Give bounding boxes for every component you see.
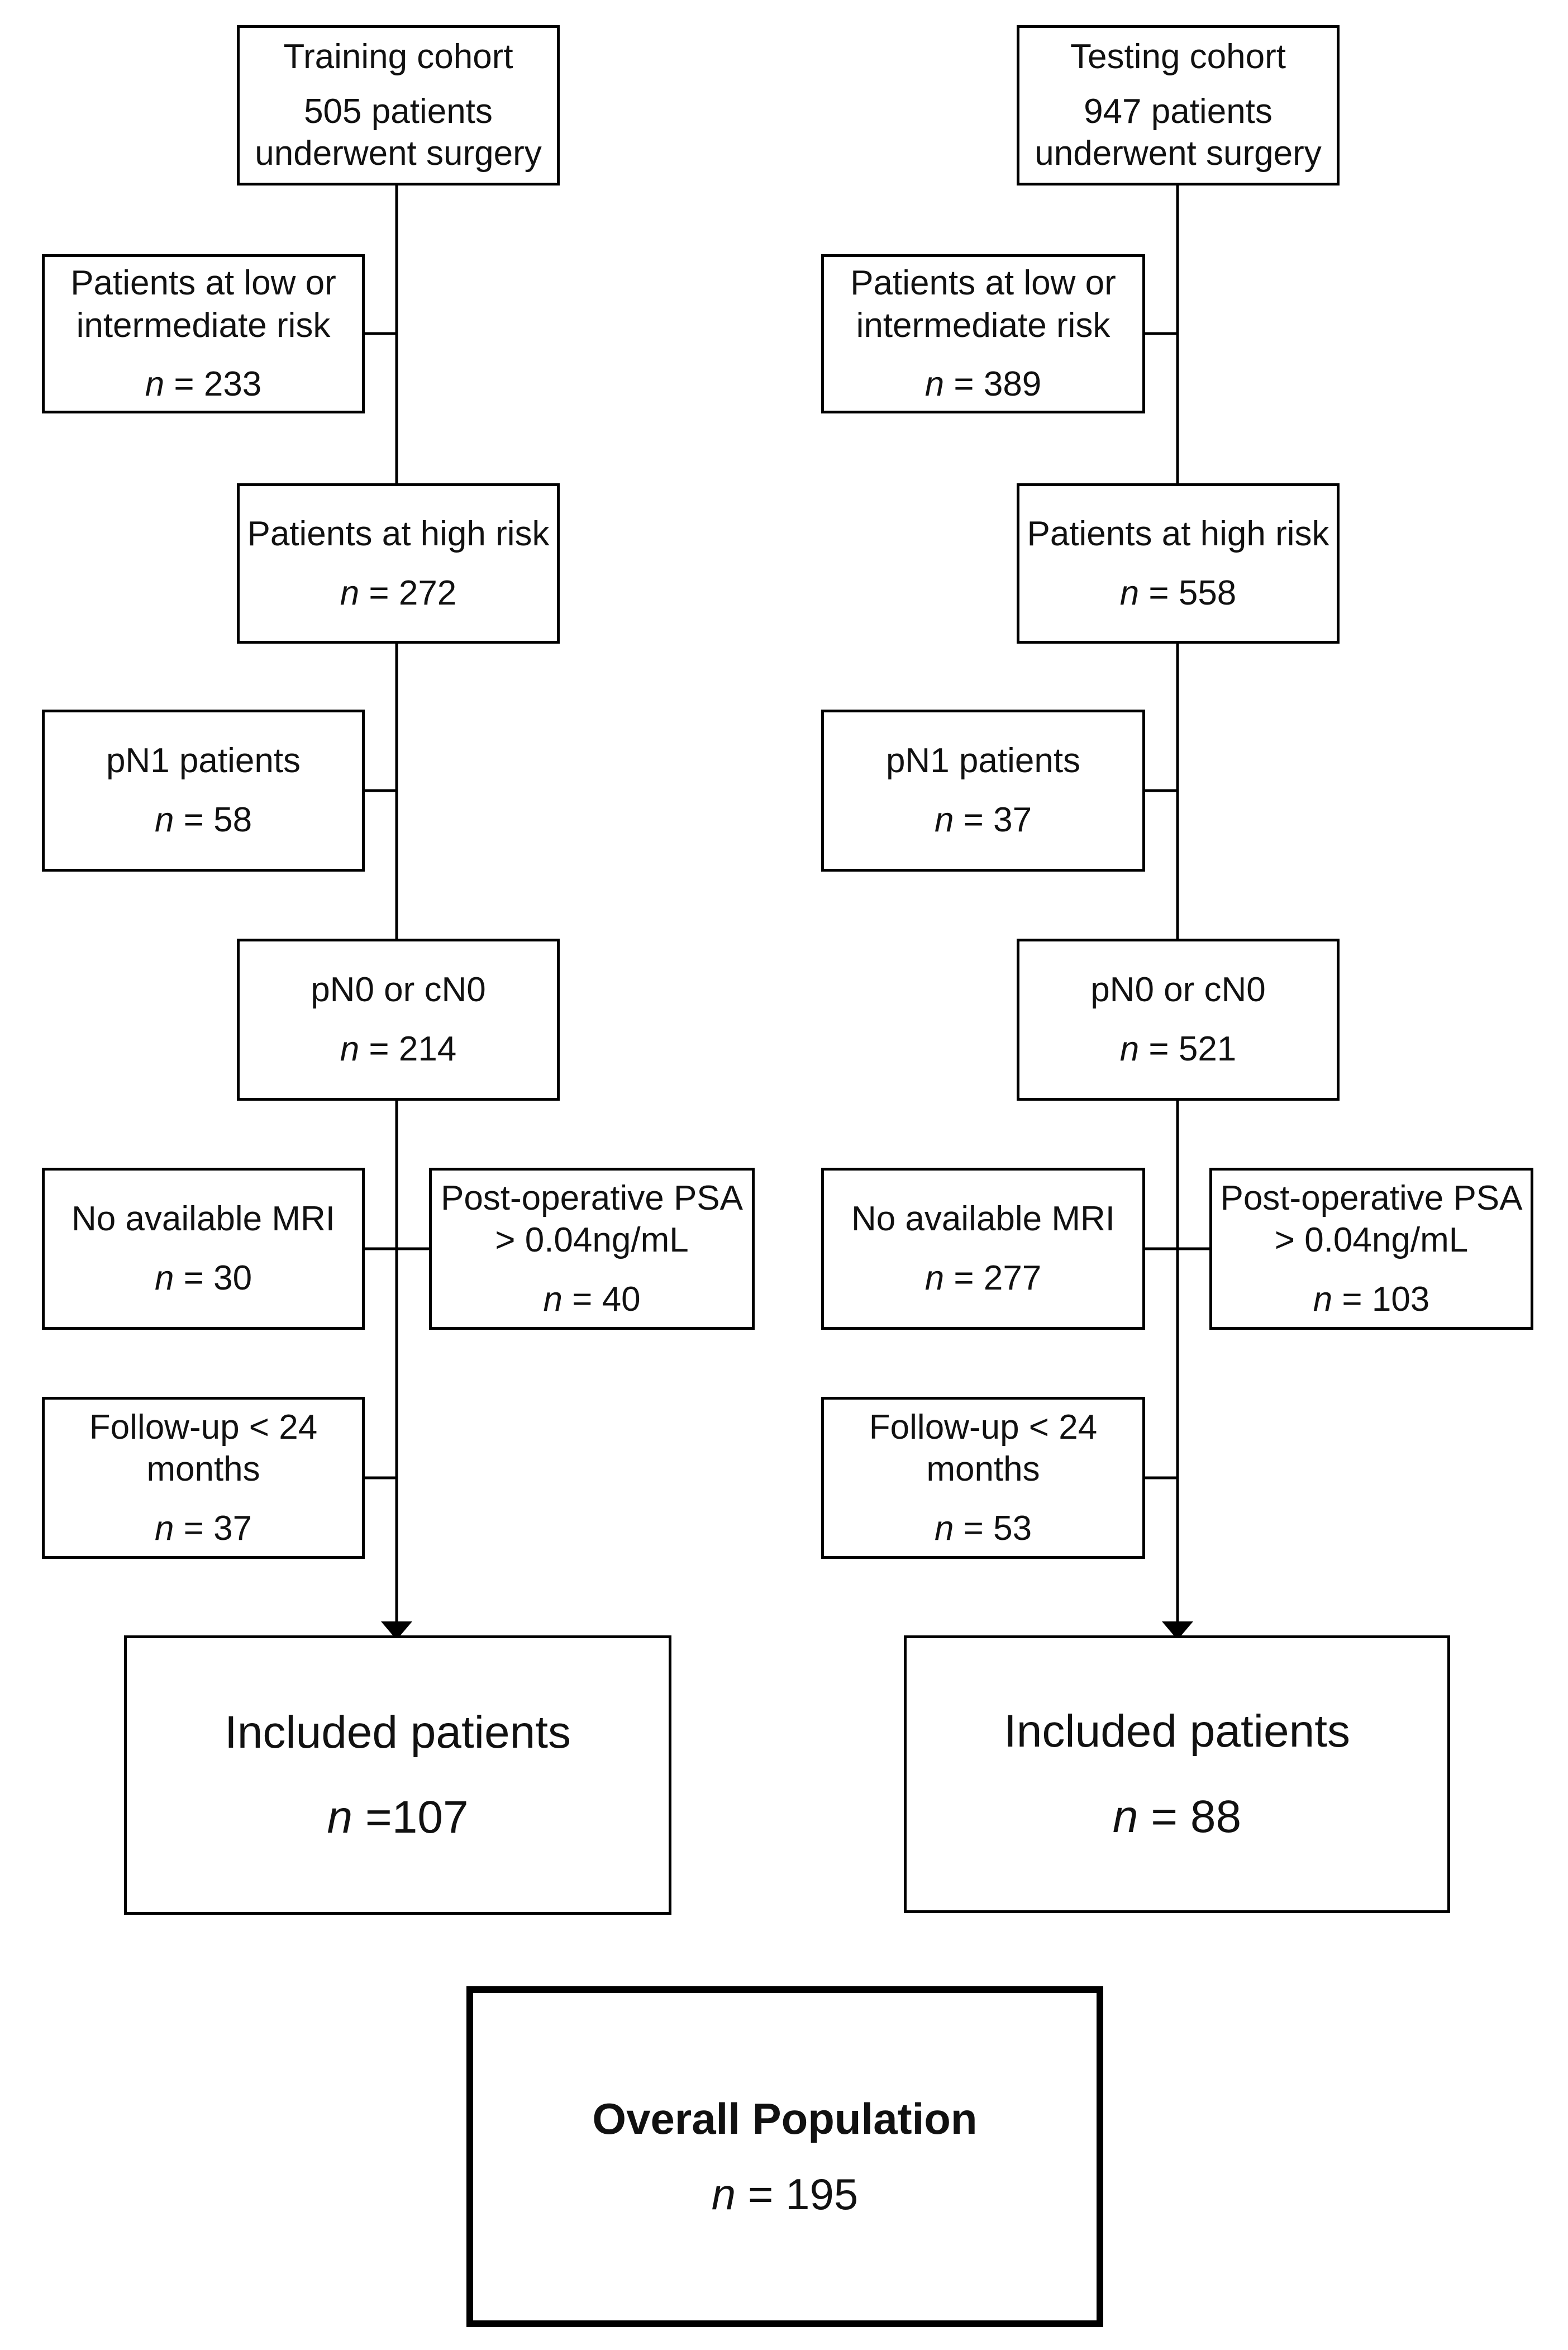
training-low-risk-line1: Patients at low or [70, 264, 336, 303]
testing-high-risk-label: Patients at high risk [1027, 514, 1329, 553]
training-high-risk-label: Patients at high risk [247, 514, 550, 553]
training-cohort-count: 505 patients [304, 92, 493, 131]
training-cohort-surgery: underwent surgery [255, 134, 542, 173]
training-no-mri-n: n = 30 [154, 1259, 252, 1297]
testing-cohort-title: Testing cohort [1070, 37, 1286, 77]
testing-psa-line1: Post-operative PSA [1220, 1178, 1523, 1217]
testing-high-risk-box: Patients at high risk n = 558 [1017, 483, 1340, 644]
training-no-mri-box: No available MRI n = 30 [42, 1168, 365, 1330]
training-pn0-box: pN0 or cN0 n = 214 [237, 939, 560, 1101]
training-followup-n: n = 37 [154, 1509, 252, 1548]
testing-psa-box: Post-operative PSA > 0.04ng/mL n = 103 [1209, 1168, 1533, 1330]
testing-low-risk-line2: intermediate risk [856, 306, 1111, 345]
testing-followup-n: n = 53 [934, 1509, 1032, 1548]
testing-followup-line2: months [926, 1450, 1040, 1489]
testing-no-mri-label: No available MRI [851, 1200, 1116, 1239]
testing-followup-box: Follow-up < 24 months n = 53 [821, 1397, 1145, 1559]
testing-pn0-n: n = 521 [1119, 1030, 1237, 1068]
testing-cohort-surgery: underwent surgery [1035, 134, 1322, 173]
training-psa-box: Post-operative PSA > 0.04ng/mL n = 40 [429, 1168, 755, 1330]
training-no-mri-label: No available MRI [71, 1200, 336, 1239]
testing-cohort-count: 947 patients [1084, 92, 1272, 131]
training-psa-line1: Post-operative PSA [440, 1178, 744, 1217]
testing-included-label: Included patients [1003, 1706, 1350, 1757]
training-cohort-title: Training cohort [283, 37, 513, 77]
training-followup-line1: Follow-up < 24 [89, 1407, 318, 1447]
overall-population-label: Overall Population [592, 2094, 978, 2143]
training-cohort-box: Training cohort 505 patients underwent s… [237, 25, 560, 185]
testing-cohort-box: Testing cohort 947 patients underwent su… [1017, 25, 1340, 185]
testing-included-n: n = 88 [1112, 1791, 1242, 1842]
training-low-risk-line2: intermediate risk [76, 306, 331, 345]
testing-pn1-box: pN1 patients n = 37 [821, 710, 1145, 872]
training-included-n: n =107 [327, 1792, 469, 1843]
training-pn0-n: n = 214 [340, 1030, 457, 1068]
testing-low-risk-box: Patients at low or intermediate risk n =… [821, 254, 1145, 413]
training-low-risk-box: Patients at low or intermediate risk n =… [42, 254, 365, 413]
overall-population-box: Overall Population n = 195 [466, 1986, 1103, 2327]
testing-pn1-n: n = 37 [934, 801, 1032, 839]
testing-no-mri-box: No available MRI n = 277 [821, 1168, 1145, 1330]
training-followup-box: Follow-up < 24 months n = 37 [42, 1397, 365, 1559]
training-pn1-label: pN1 patients [106, 741, 301, 781]
testing-low-risk-n: n = 389 [924, 365, 1042, 404]
training-high-risk-n: n = 272 [340, 573, 457, 612]
testing-high-risk-n: n = 558 [1119, 573, 1237, 612]
training-pn0-label: pN0 or cN0 [311, 971, 486, 1010]
overall-population-n: n = 195 [711, 2170, 859, 2219]
training-low-risk-n: n = 233 [145, 365, 262, 404]
testing-arrowhead [1162, 1621, 1193, 1640]
training-included-box: Included patients n =107 [124, 1635, 671, 1915]
training-pn1-n: n = 58 [154, 801, 252, 839]
training-psa-n: n = 40 [543, 1279, 641, 1319]
training-pn1-box: pN1 patients n = 58 [42, 710, 365, 872]
testing-psa-n: n = 103 [1313, 1279, 1430, 1319]
testing-pn0-box: pN0 or cN0 n = 521 [1017, 939, 1340, 1101]
training-high-risk-box: Patients at high risk n = 272 [237, 483, 560, 644]
testing-low-risk-line1: Patients at low or [850, 264, 1116, 303]
training-followup-line2: months [146, 1450, 260, 1489]
training-included-label: Included patients [224, 1706, 571, 1758]
training-arrowhead [381, 1621, 412, 1640]
testing-psa-line2: > 0.04ng/mL [1274, 1221, 1469, 1260]
testing-pn1-label: pN1 patients [885, 741, 1081, 781]
testing-pn0-label: pN0 or cN0 [1090, 971, 1266, 1010]
testing-included-box: Included patients n = 88 [904, 1635, 1450, 1913]
training-psa-line2: > 0.04ng/mL [495, 1221, 689, 1260]
testing-no-mri-n: n = 277 [924, 1259, 1042, 1297]
testing-followup-line1: Follow-up < 24 [869, 1407, 1098, 1447]
